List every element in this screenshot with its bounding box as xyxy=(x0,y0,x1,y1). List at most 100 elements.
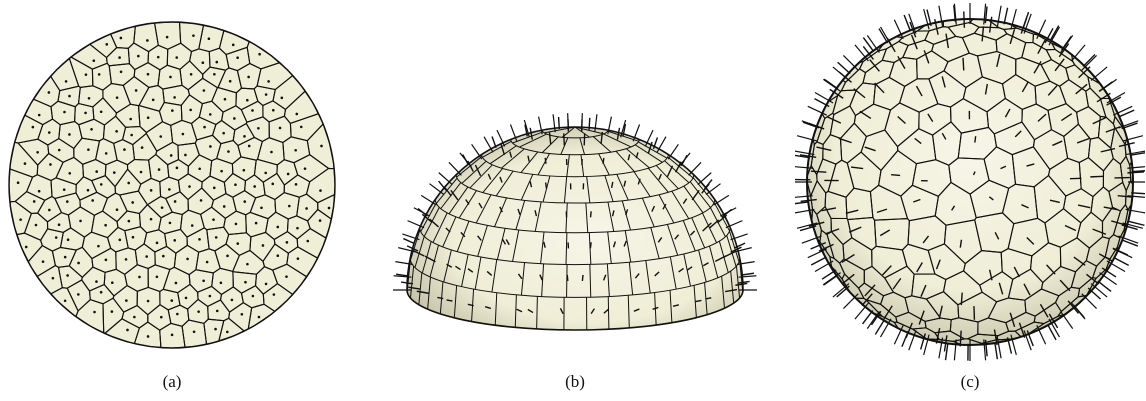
site-point xyxy=(206,261,209,264)
normal-tick xyxy=(546,183,547,189)
site-point xyxy=(63,111,66,114)
site-point xyxy=(202,61,205,64)
normal-tick xyxy=(891,175,900,176)
site-point xyxy=(63,188,66,191)
site-point xyxy=(132,236,135,239)
site-point xyxy=(111,281,114,284)
site-point xyxy=(175,56,178,59)
normal-tick xyxy=(1048,325,1056,340)
site-point xyxy=(116,208,119,211)
site-point xyxy=(300,126,303,129)
site-point xyxy=(137,55,140,58)
site-point xyxy=(125,299,128,302)
site-point xyxy=(255,222,258,225)
site-point xyxy=(226,255,229,258)
site-point xyxy=(135,89,138,92)
site-point xyxy=(215,236,218,239)
normal-tick xyxy=(1127,172,1144,173)
site-point xyxy=(64,299,67,302)
normal-spike xyxy=(568,113,569,131)
normal-spike xyxy=(855,45,868,61)
normal-tick xyxy=(975,136,976,142)
site-point xyxy=(226,331,229,334)
site-point xyxy=(88,97,91,100)
site-point xyxy=(17,181,20,184)
site-point xyxy=(156,275,159,278)
site-point xyxy=(49,163,52,166)
caption-c: (c) xyxy=(910,372,1030,392)
site-point xyxy=(118,56,121,59)
site-point xyxy=(227,150,230,153)
site-point xyxy=(306,240,309,243)
site-point xyxy=(175,282,178,285)
normal-tick xyxy=(811,257,826,265)
site-point xyxy=(296,227,299,230)
site-point xyxy=(193,330,196,333)
site-point xyxy=(209,295,212,298)
site-point xyxy=(145,255,148,258)
site-point xyxy=(141,146,144,149)
site-point xyxy=(84,112,87,115)
normal-tick xyxy=(403,239,414,244)
site-point xyxy=(104,224,107,227)
site-point xyxy=(147,300,150,303)
site-point xyxy=(97,245,100,248)
site-point xyxy=(279,127,282,130)
site-point xyxy=(246,99,249,102)
site-point xyxy=(19,218,22,221)
site-point xyxy=(129,118,132,121)
hemisphere-surface xyxy=(407,127,743,330)
normal-tick xyxy=(545,158,546,164)
site-point xyxy=(126,329,129,332)
site-point xyxy=(138,276,141,279)
site-point xyxy=(243,135,246,138)
site-point xyxy=(162,255,165,258)
site-point xyxy=(100,291,103,294)
site-point xyxy=(147,116,150,119)
site-point xyxy=(170,154,173,157)
site-point xyxy=(93,311,96,314)
site-point xyxy=(234,183,237,186)
site-point xyxy=(188,185,191,188)
site-point xyxy=(257,127,260,130)
site-point xyxy=(198,238,201,241)
normal-spike xyxy=(843,294,858,309)
site-point xyxy=(320,145,323,148)
site-point xyxy=(192,34,195,37)
site-point xyxy=(176,313,179,316)
site-point xyxy=(161,206,164,209)
site-point xyxy=(220,282,223,285)
site-point xyxy=(105,152,108,155)
site-point xyxy=(150,218,153,221)
site-point xyxy=(128,220,131,223)
cell-edge xyxy=(608,297,609,330)
site-point xyxy=(120,37,123,40)
site-point xyxy=(95,280,98,283)
normal-tick xyxy=(795,202,809,204)
normal-spike xyxy=(1072,45,1085,61)
normal-spike xyxy=(833,67,849,80)
site-point xyxy=(203,89,206,92)
site-point xyxy=(233,117,236,120)
site-point xyxy=(267,80,270,83)
site-point xyxy=(171,334,174,337)
voronoi-disk xyxy=(0,0,340,370)
site-point xyxy=(111,310,114,313)
site-point xyxy=(232,44,235,47)
normal-spike xyxy=(679,153,690,167)
site-point xyxy=(123,148,126,151)
caption-a: (a) xyxy=(112,372,232,392)
site-point xyxy=(166,36,169,39)
site-point xyxy=(272,109,275,112)
site-point xyxy=(173,239,176,242)
site-point xyxy=(79,220,82,223)
site-point xyxy=(77,293,80,296)
site-point xyxy=(328,207,331,210)
site-point xyxy=(262,244,265,247)
site-point xyxy=(36,151,39,154)
normal-tick xyxy=(1122,240,1138,246)
site-point xyxy=(235,223,238,226)
site-point xyxy=(85,73,88,76)
caption-b: (b) xyxy=(515,372,635,392)
site-point xyxy=(42,260,45,263)
